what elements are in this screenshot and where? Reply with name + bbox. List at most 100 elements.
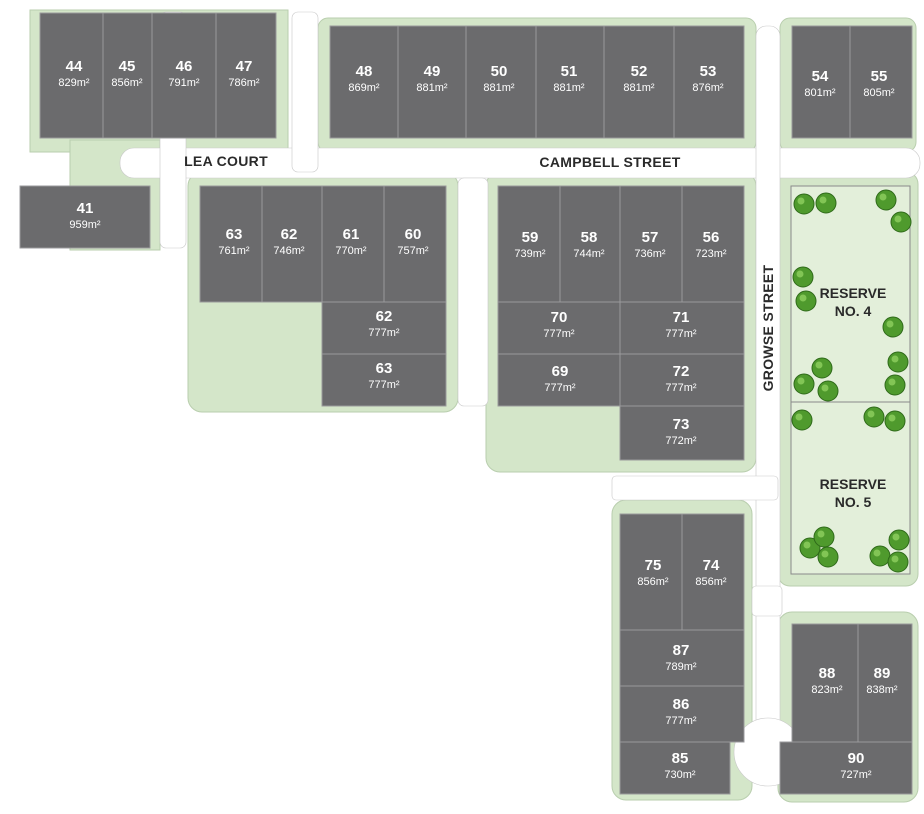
lot-area: 777m² xyxy=(665,382,697,394)
lot-parcel[interactable] xyxy=(321,301,447,355)
lot-number: 50 xyxy=(491,63,508,80)
lot-parcel[interactable] xyxy=(673,25,745,139)
lot-parcel[interactable] xyxy=(321,185,385,303)
lot-parcel[interactable] xyxy=(619,741,731,795)
lot-number: 48 xyxy=(356,63,373,80)
lot-parcel[interactable] xyxy=(497,185,561,303)
tree-icon xyxy=(890,211,912,233)
lot-parcel[interactable] xyxy=(857,623,913,743)
lot-parcel[interactable] xyxy=(603,25,675,139)
lot-62[interactable]: 62 777m² xyxy=(321,301,447,355)
tree-icon xyxy=(887,351,909,373)
lot-number: 56 xyxy=(703,229,720,246)
lot-parcel[interactable] xyxy=(497,353,621,407)
lot-number: 88 xyxy=(819,665,836,682)
lot-parcel[interactable] xyxy=(321,353,447,407)
lot-parcel[interactable] xyxy=(261,185,323,303)
lot-parcel[interactable] xyxy=(397,25,467,139)
lot-parcel[interactable] xyxy=(215,12,277,139)
lot-parcel[interactable] xyxy=(619,685,745,743)
lot-parcel[interactable] xyxy=(791,623,859,743)
lot-number: 70 xyxy=(551,309,568,326)
lot-parcel[interactable] xyxy=(619,353,745,407)
tree-icon xyxy=(884,410,906,432)
lot-parcel[interactable] xyxy=(619,185,683,303)
lot-area: 746m² xyxy=(273,245,305,257)
lot-parcel[interactable] xyxy=(681,185,745,303)
lot-parcel[interactable] xyxy=(619,513,683,631)
lot-parcel[interactable] xyxy=(383,185,447,303)
tree-icon xyxy=(791,409,813,431)
lot-88[interactable]: 88 823m² xyxy=(791,623,859,743)
lot-54[interactable]: 54 801m² xyxy=(791,25,851,139)
tree-icon xyxy=(888,529,910,551)
lot-number: 55 xyxy=(871,68,888,85)
lot-area: 744m² xyxy=(573,248,605,260)
tree-icon xyxy=(887,551,909,573)
lot-area: 823m² xyxy=(811,684,843,696)
lot-area: 959m² xyxy=(69,219,101,231)
lot-parcel[interactable] xyxy=(151,12,217,139)
lot-area: 772m² xyxy=(665,435,697,447)
lot-area: 777m² xyxy=(368,327,400,339)
lot-parcel[interactable] xyxy=(19,185,151,249)
lot-area: 856m² xyxy=(637,576,669,588)
lot-parcel[interactable] xyxy=(849,25,913,139)
lot-parcel[interactable] xyxy=(329,25,399,139)
reserve-4-label-line2: NO. 4 xyxy=(835,303,872,319)
lot-number: 62 xyxy=(376,308,393,325)
tree-icon xyxy=(817,380,839,402)
lot-number: 53 xyxy=(700,63,717,80)
lot-41[interactable]: 41 959m² xyxy=(19,185,151,249)
lot-parcel[interactable] xyxy=(102,12,153,139)
lot-parcel[interactable] xyxy=(791,25,851,139)
lot-parcel[interactable] xyxy=(39,12,104,139)
lot-parcel[interactable] xyxy=(559,185,621,303)
trees xyxy=(791,189,912,573)
road-segment-2 xyxy=(291,11,319,173)
lot-parcel[interactable] xyxy=(619,629,745,687)
lot-parcel[interactable] xyxy=(199,185,263,303)
lot-parcel[interactable] xyxy=(619,301,745,355)
lot-area: 786m² xyxy=(228,77,260,89)
lot-parcel[interactable] xyxy=(779,741,913,795)
lot-number: 54 xyxy=(812,68,829,85)
lot-area: 736m² xyxy=(634,248,666,260)
lot-parcel[interactable] xyxy=(619,405,745,461)
lot-area: 801m² xyxy=(804,87,836,99)
lot-number: 41 xyxy=(77,200,94,217)
lot-number: 51 xyxy=(561,63,578,80)
